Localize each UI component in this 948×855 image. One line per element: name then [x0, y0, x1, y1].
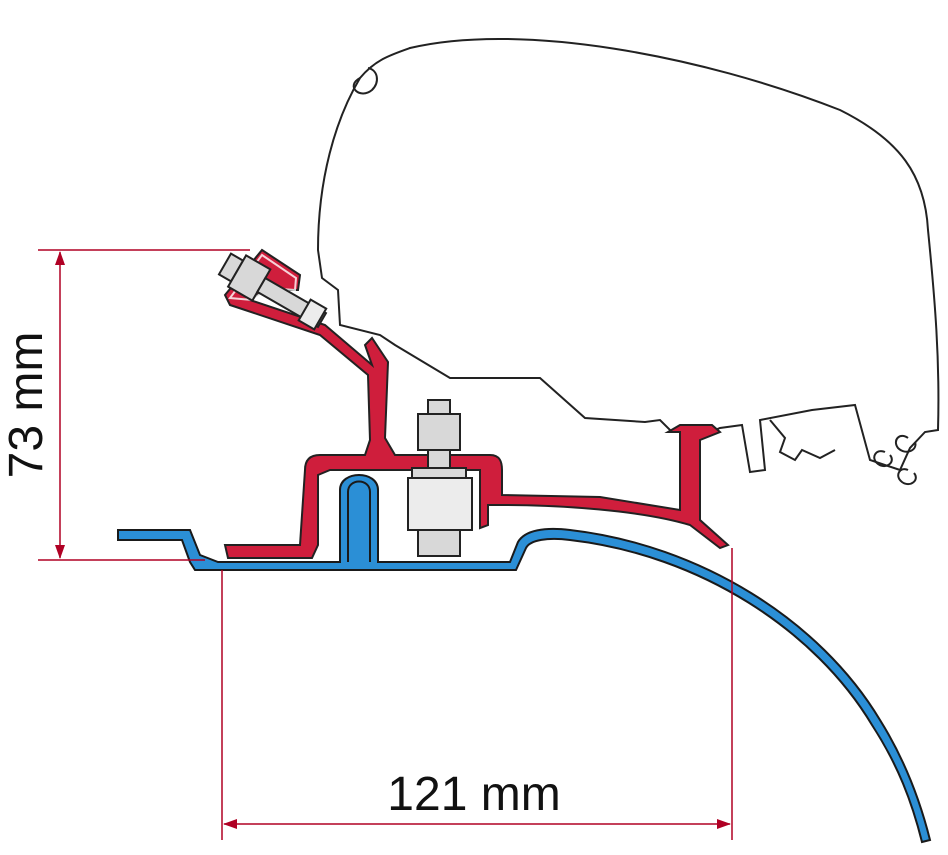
bolt-head: [427, 399, 451, 415]
adapter-bracket-profile: [223, 248, 730, 559]
bolt-lower-nut: [417, 529, 461, 557]
width-dimension: 121 mm: [221, 548, 733, 840]
roof-rail-profile: [117, 474, 932, 844]
roof-rail: [117, 474, 932, 844]
height-label: 73 mm: [0, 332, 53, 479]
angled-bolt-end: [297, 298, 328, 331]
bolt-clamp-plate: [407, 477, 473, 531]
height-dimension: 73 mm: [0, 249, 250, 561]
bolt-nut: [417, 413, 461, 451]
cassette-end-groove: [873, 434, 917, 486]
fixing-bolt: [407, 399, 473, 557]
roof-rail-arch-inner: [347, 480, 371, 562]
width-label: 121 mm: [387, 768, 560, 821]
angled-bolt: [217, 252, 328, 331]
cassette-outline: [316, 37, 940, 474]
bolt-washer: [411, 467, 467, 479]
awning-cassette: [316, 37, 940, 486]
cassette-inner-channel: [769, 419, 836, 462]
cassette-seam: [352, 67, 378, 95]
